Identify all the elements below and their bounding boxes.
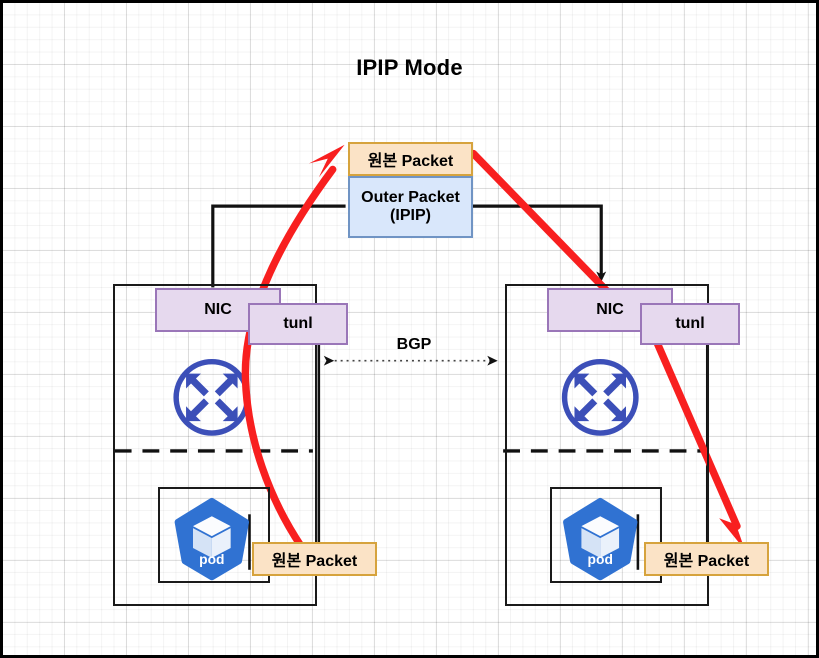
connector-outer-to-left-nic <box>211 204 346 288</box>
node-right-packet-box: 원본 Packet <box>644 542 769 576</box>
node-left-boundary <box>113 284 317 606</box>
outer-packet-box: Outer Packet (IPIP) <box>348 176 473 238</box>
outer-packet-label-line1: Outer Packet <box>361 189 460 207</box>
outer-packet-label-line2: (IPIP) <box>390 207 431 224</box>
node-left-packet-box: 원본 Packet <box>252 542 377 576</box>
node-left-pod-sandbox <box>158 487 270 583</box>
node-left-tunl: tunl <box>248 303 348 345</box>
node-right-tunl: tunl <box>640 303 740 345</box>
inner-packet-box: 원본 Packet <box>348 142 473 176</box>
connector-outer-to-right-nic <box>469 204 607 282</box>
bgp-label: BGP <box>396 336 432 353</box>
node-right-pod-sandbox <box>550 487 662 583</box>
node-right-boundary <box>505 284 709 606</box>
page-title: IPIP Mode <box>356 55 463 80</box>
